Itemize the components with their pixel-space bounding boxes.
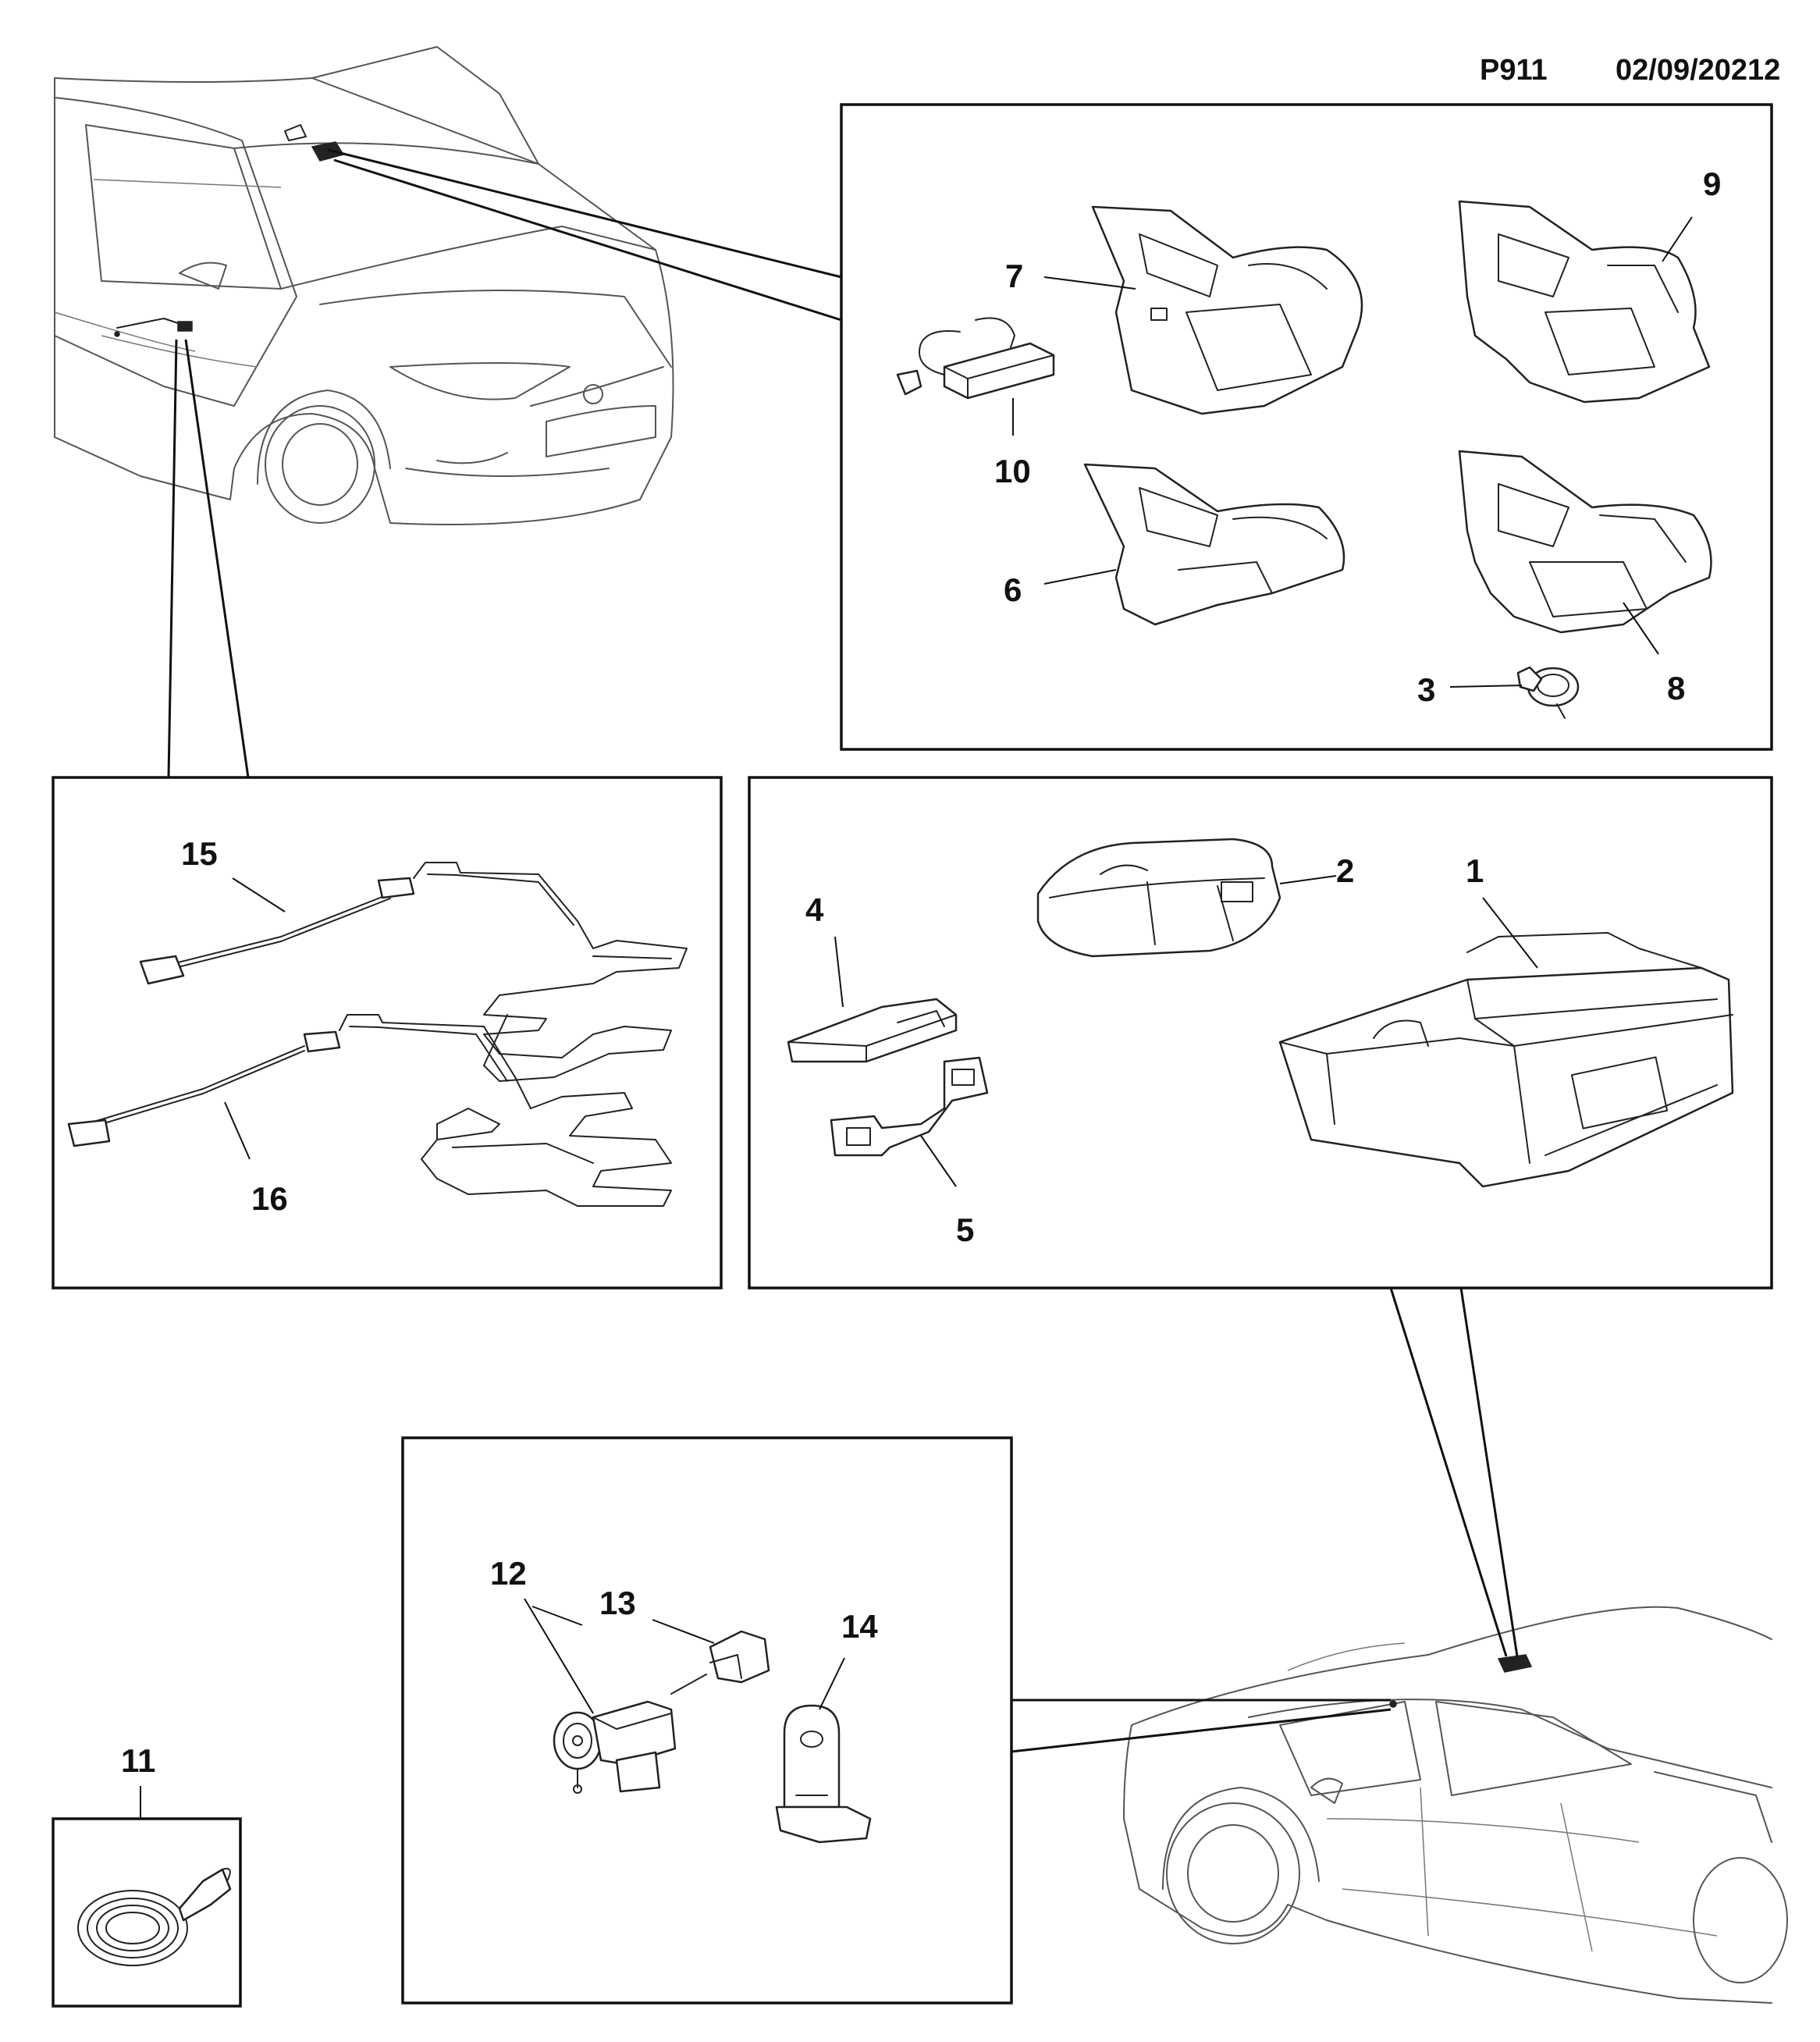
- part-2-cover: [1036, 838, 1281, 958]
- pointer-line: [327, 148, 842, 279]
- leader-16: [224, 1101, 251, 1160]
- panel-wiring-harness: [52, 776, 723, 1290]
- callout-13: 13: [599, 1585, 636, 1621]
- part-12-connector: [553, 1700, 677, 1794]
- panel-connectors: [401, 1436, 1013, 2005]
- part-14-bulb-socket: [775, 1704, 872, 1844]
- leader-2: [1279, 875, 1337, 884]
- leader-8: [1623, 602, 1659, 655]
- part-4-module: [787, 998, 958, 1063]
- leader-1: [1482, 897, 1538, 969]
- pointer-line: [333, 158, 842, 322]
- part-7-bracket: [1091, 205, 1363, 415]
- leader-15: [232, 877, 286, 912]
- callout-15: 15: [181, 835, 218, 872]
- panel-adhesive-tape: [52, 1817, 242, 2008]
- callout-4: 4: [805, 891, 824, 928]
- callout-11: 11: [121, 1742, 155, 1779]
- part-3-sensor: [1516, 666, 1580, 719]
- callout-1: 1: [1466, 852, 1484, 889]
- leader-6: [1043, 569, 1117, 585]
- part-9-bracket: [1458, 200, 1711, 404]
- callout-7: 7: [1005, 258, 1023, 294]
- callout-16: 16: [251, 1180, 288, 1217]
- part-13-clip: [670, 1630, 770, 1695]
- leader-7: [1043, 276, 1136, 290]
- leader-9: [1662, 216, 1693, 262]
- part-15-harness: [139, 862, 688, 1082]
- leader-5: [920, 1135, 957, 1187]
- sedan-car-illustration: [1123, 1606, 1788, 2004]
- pointer-line: [1011, 1708, 1392, 1753]
- revision-date: 02/09/20212: [1616, 54, 1780, 87]
- leader-12: [524, 1598, 594, 1714]
- leader-3: [1449, 685, 1523, 688]
- callout-8: 8: [1667, 670, 1685, 706]
- hatchback-car-illustration: [54, 46, 674, 525]
- callout-6: 6: [1004, 571, 1022, 608]
- leader-13: [652, 1619, 715, 1644]
- pointer-line: [1459, 1287, 1519, 1657]
- leader-12-13: [531, 1606, 583, 1626]
- panel-mirror-brackets: [840, 103, 1773, 751]
- part-8-bracket: [1458, 450, 1712, 634]
- callout-3: 3: [1417, 671, 1435, 708]
- pointer-line: [167, 339, 178, 778]
- callout-14: 14: [841, 1608, 878, 1645]
- page-code: P911: [1480, 54, 1548, 87]
- callout-10: 10: [994, 453, 1031, 489]
- pointer-line: [1389, 1287, 1508, 1657]
- part-16-harness: [67, 1014, 672, 1207]
- part-1-control-module: [1278, 932, 1734, 1188]
- part-6-bracket: [1083, 463, 1345, 626]
- part-10-module: [896, 317, 1055, 400]
- pointer-line: [184, 339, 250, 778]
- callout-2: 2: [1336, 852, 1354, 889]
- callout-9: 9: [1703, 165, 1721, 202]
- part-5-bracket: [830, 1056, 989, 1157]
- leader-4: [834, 936, 844, 1008]
- leader-14: [819, 1657, 845, 1710]
- callout-5: 5: [956, 1211, 974, 1248]
- part-11-tape-roll: [77, 1867, 232, 1966]
- callout-12: 12: [490, 1555, 527, 1592]
